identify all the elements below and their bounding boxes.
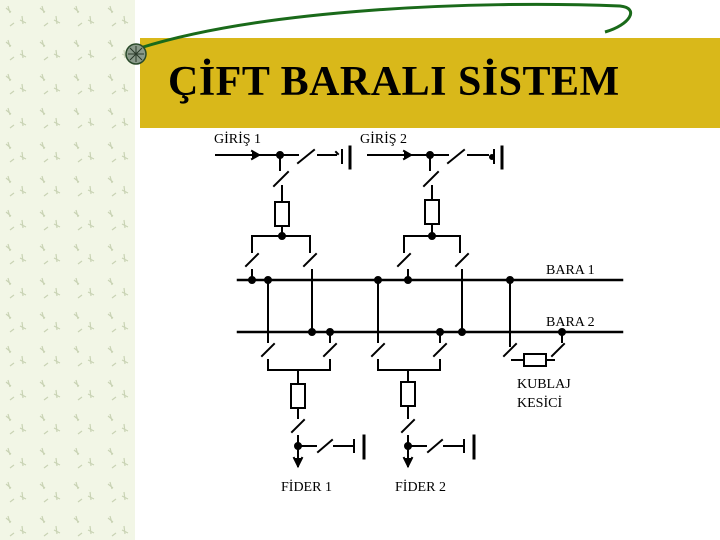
isolator-switch-icon [432,342,448,358]
giris-2-label: GİRİŞ 2 [360,132,408,147]
fider-2-feeder [370,276,476,469]
breaker-icon [424,199,440,225]
kublaj-label: KUBLAJ [517,377,571,392]
bara-1-label: BARA 1 [546,263,595,278]
isolator-switch-icon [290,418,306,434]
page-title: ÇİFT BARALI SİSTEM [168,59,620,105]
fider-1-feeder [260,276,366,469]
isolator-switch-icon [550,342,566,358]
isolator-switch-icon [316,438,334,454]
isolator-switch-icon [396,252,412,268]
breaker-icon [274,201,290,227]
breaker-icon [400,381,416,407]
fider-1-label: FİDER 1 [281,480,332,495]
isolator-switch-icon [272,170,290,188]
giris-1-feeder [215,145,352,336]
isolator-switch-icon [502,342,518,358]
isolator-switch-icon [302,252,318,268]
breaker-icon [523,353,547,367]
isolator-switch-icon [400,418,416,434]
giris-1-label: GİRİŞ 1 [214,132,262,147]
isolator-switch-icon [322,342,338,358]
kesici-label: KESİCİ [517,396,563,411]
isolator-switch-icon [454,252,470,268]
isolator-switch-icon [422,170,440,188]
giris-2-feeder [367,145,504,336]
isolator-switch-icon [296,148,316,165]
isolator-switch-icon [370,342,386,358]
bara-2-label: BARA 2 [546,315,595,330]
background-pattern [0,0,135,540]
isolator-switch-icon [260,342,276,358]
title-band [140,38,720,128]
fider-2-label: FİDER 2 [395,480,446,495]
bus-coupler [502,276,566,367]
isolator-switch-icon [244,252,260,268]
isolator-switch-icon [426,438,444,454]
breaker-icon [290,383,306,409]
isolator-switch-icon [446,148,466,165]
